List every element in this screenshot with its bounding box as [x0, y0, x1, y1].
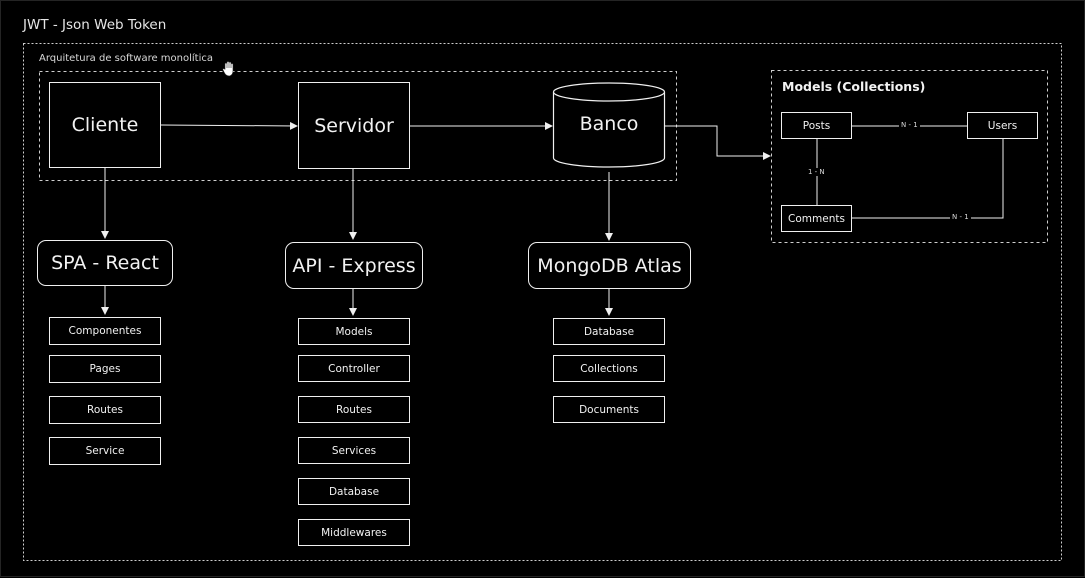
database-item-label: Database [583, 325, 635, 338]
relation-label-posts-users: N - 1 [899, 121, 920, 129]
spa-react-node[interactable]: SPA - React [37, 240, 173, 286]
api-express-node[interactable]: API - Express [285, 242, 423, 289]
client-item-componentes[interactable]: Componentes [49, 317, 161, 345]
server-item-label: Controller [328, 362, 380, 375]
client-item-service[interactable]: Service [49, 437, 161, 465]
spa-react-label: SPA - React [51, 252, 159, 274]
board-title: JWT - Json Web Token [23, 17, 167, 33]
client-node-label: Cliente [71, 114, 139, 136]
model-posts-label: Posts [802, 119, 831, 132]
api-express-label: API - Express [292, 254, 416, 277]
server-item-label: Services [331, 444, 377, 457]
client-item-pages[interactable]: Pages [49, 355, 161, 383]
mongodb-atlas-label: MongoDB Atlas [537, 254, 682, 277]
model-comments[interactable]: Comments [781, 205, 852, 232]
arrow-database-to-models [665, 125, 771, 160]
server-item-label: Routes [336, 403, 372, 416]
monolith-frame-label: Arquitetura de software monolítica [39, 53, 213, 64]
server-item-routes[interactable]: Routes [298, 396, 410, 423]
model-users[interactable]: Users [967, 112, 1038, 139]
database-item-database[interactable]: Database [553, 318, 665, 345]
server-item-label: Database [328, 485, 380, 498]
server-item-services[interactable]: Services [298, 437, 410, 464]
server-item-label: Models [335, 325, 373, 338]
client-item-routes[interactable]: Routes [49, 396, 161, 424]
arrow-client-to-server [160, 121, 298, 130]
model-comments-label: Comments [788, 212, 845, 225]
client-item-label: Pages [89, 363, 121, 375]
server-item-label: Middlewares [321, 526, 387, 539]
client-item-label: Service [85, 445, 125, 457]
database-item-collections[interactable]: Collections [553, 355, 665, 382]
server-item-database[interactable]: Database [298, 478, 410, 505]
relation-label-comments-users: N - 1 [950, 213, 971, 221]
server-node-label: Servidor [314, 114, 394, 137]
database-item-label: Documents [579, 403, 639, 416]
relation-comments-users [852, 139, 1004, 219]
outer-board-frame [23, 43, 1062, 561]
models-frame [771, 70, 1048, 243]
server-item-controller[interactable]: Controller [298, 355, 410, 382]
database-node-label[interactable]: Banco [579, 113, 639, 135]
server-item-models[interactable]: Models [298, 318, 410, 345]
database-item-documents[interactable]: Documents [553, 396, 665, 423]
database-cylinder-icon [552, 82, 666, 168]
database-item-label: Collections [580, 362, 638, 375]
client-item-label: Routes [87, 404, 123, 416]
client-node[interactable]: Cliente [49, 82, 161, 168]
model-users-label: Users [987, 119, 1018, 132]
models-title: Models (Collections) [782, 79, 926, 94]
mongodb-atlas-node[interactable]: MongoDB Atlas [528, 242, 691, 289]
server-node[interactable]: Servidor [298, 82, 410, 169]
hand-cursor-icon [222, 61, 234, 77]
server-item-middlewares[interactable]: Middlewares [298, 519, 410, 546]
model-posts[interactable]: Posts [781, 112, 852, 139]
client-item-label: Componentes [68, 325, 142, 337]
relation-label-posts-comments: 1 - N [806, 168, 827, 176]
